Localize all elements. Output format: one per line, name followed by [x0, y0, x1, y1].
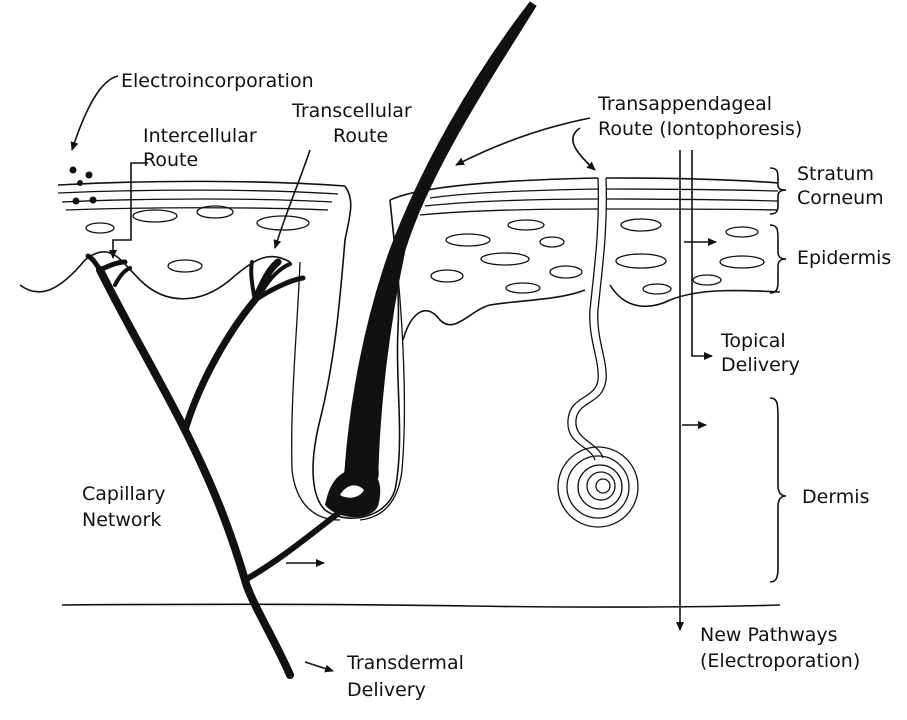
- label-transdermal-line2: Delivery: [347, 679, 426, 701]
- pathway-arrows: [70, 75, 717, 673]
- transappendageal-sweat-arrow: [572, 127, 596, 171]
- topical-delivery-arrow: [691, 150, 713, 360]
- hair-shaft: [344, 1, 537, 497]
- label-intercellular-line2: Route: [143, 149, 198, 171]
- intercellular-route-arrow: [109, 162, 148, 259]
- dermal-papilla: [340, 485, 364, 498]
- label-transcellular-line1: Transcellular: [291, 100, 412, 122]
- layer-brackets: [769, 167, 787, 583]
- subcutis-boundary: [61, 603, 781, 608]
- label-transdermal-line1: Transdermal: [346, 652, 464, 674]
- labels: Electroincorporation Intercellular Route…: [82, 70, 891, 701]
- sweat-gland: [557, 177, 639, 528]
- epidermis-bracket: [769, 224, 787, 294]
- transappendageal-hair-arrow: [455, 117, 591, 166]
- label-capillary-line2: Network: [82, 509, 161, 531]
- label-capillary-line1: Capillary: [82, 483, 166, 505]
- label-stratum-line2: Corneum: [797, 187, 884, 209]
- label-new-pathways-line2: (Electroporation): [700, 650, 860, 672]
- epidermis-cells: [85, 205, 765, 295]
- label-transcellular-line2: Route: [333, 125, 388, 147]
- stratum-corneum-left: [57, 180, 346, 211]
- transcellular-route-arrow: [273, 149, 311, 249]
- label-intercellular-line1: Intercellular: [143, 125, 257, 147]
- dermis-bracket: [769, 397, 787, 583]
- electroincorporation-arrow: [70, 75, 119, 151]
- dermal-epidermal-junction: [19, 250, 781, 341]
- stratum-corneum-right: [389, 177, 779, 216]
- capillary-network: [85, 253, 348, 679]
- label-transappendageal-line2: Route (Iontophoresis): [598, 118, 802, 140]
- label-new-pathways-line1: New Pathways: [700, 624, 838, 646]
- stratum-corneum-bracket: [769, 167, 787, 215]
- label-electroincorporation: Electroincorporation: [121, 70, 314, 92]
- electroincorporation-particles: [69, 166, 97, 205]
- label-transappendageal-line1: Transappendageal: [597, 93, 772, 115]
- transdermal-arrow: [304, 661, 334, 673]
- label-stratum-line1: Stratum: [797, 163, 874, 185]
- label-epidermis: Epidermis: [797, 247, 891, 269]
- label-topical-line2: Delivery: [721, 354, 800, 376]
- label-dermis: Dermis: [802, 486, 869, 508]
- label-topical-line1: Topical: [720, 330, 786, 352]
